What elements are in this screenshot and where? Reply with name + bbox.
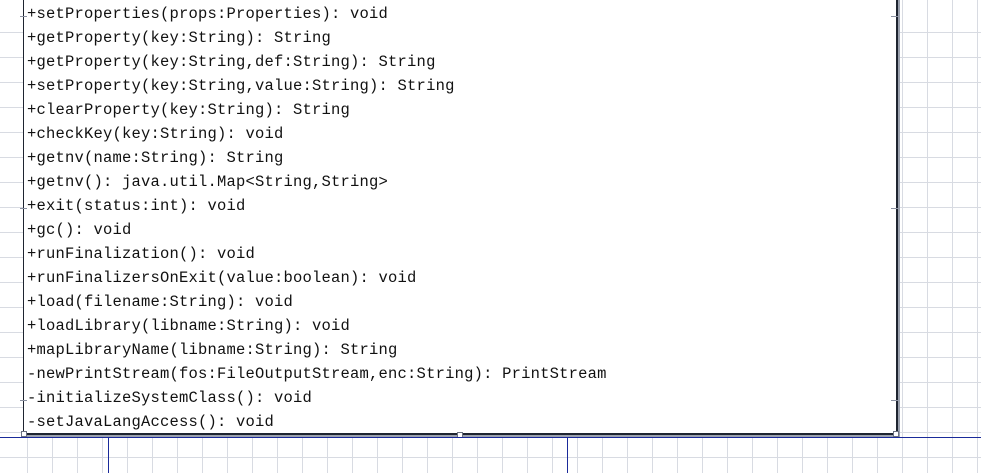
method-initialize-system-class[interactable]: -initializeSystemClass(): void [27, 389, 313, 407]
method-gc[interactable]: +gc(): void [27, 221, 132, 239]
connector-vertical-left[interactable] [108, 437, 109, 473]
method-load[interactable]: +load(filename:String): void [27, 293, 294, 311]
edge-tick [891, 400, 898, 401]
method-exit[interactable]: +exit(status:int): void [27, 197, 246, 215]
method-check-key[interactable]: +checkKey(key:String): void [27, 125, 284, 143]
edge-tick [20, 16, 27, 17]
connector-horizontal[interactable] [0, 437, 981, 438]
method-run-finalization[interactable]: +runFinalization(): void [27, 245, 256, 263]
class-box[interactable]: +setProperties(props:Properties): void +… [23, 0, 898, 435]
method-new-print-stream[interactable]: -newPrintStream(fos:FileOutputStream,enc… [27, 365, 607, 383]
connector-vertical-right[interactable] [567, 437, 568, 473]
method-set-java-lang-access[interactable]: -setJavaLangAccess(): void [27, 413, 275, 431]
method-run-finalizers-on-exit[interactable]: +runFinalizersOnExit(value:boolean): voi… [27, 269, 417, 287]
edge-tick [20, 400, 27, 401]
resize-handle-bottom-right[interactable] [893, 431, 899, 437]
method-clear-property[interactable]: +clearProperty(key:String): String [27, 101, 351, 119]
edge-tick [891, 16, 898, 17]
method-set-property[interactable]: +setProperty(key:String,value:String): S… [27, 77, 455, 95]
method-getnv-map[interactable]: +getnv(): java.util.Map<String,String> [27, 173, 389, 191]
edge-tick [891, 208, 898, 209]
method-set-properties[interactable]: +setProperties(props:Properties): void [27, 5, 389, 23]
method-getnv-name[interactable]: +getnv(name:String): String [27, 149, 284, 167]
method-load-library[interactable]: +loadLibrary(libname:String): void [27, 317, 351, 335]
method-map-library-name[interactable]: +mapLibraryName(libname:String): String [27, 341, 398, 359]
method-get-property[interactable]: +getProperty(key:String): String [27, 29, 332, 47]
edge-tick [20, 208, 27, 209]
method-get-property-default[interactable]: +getProperty(key:String,def:String): Str… [27, 53, 436, 71]
resize-handle-bottom-left[interactable] [21, 431, 27, 437]
